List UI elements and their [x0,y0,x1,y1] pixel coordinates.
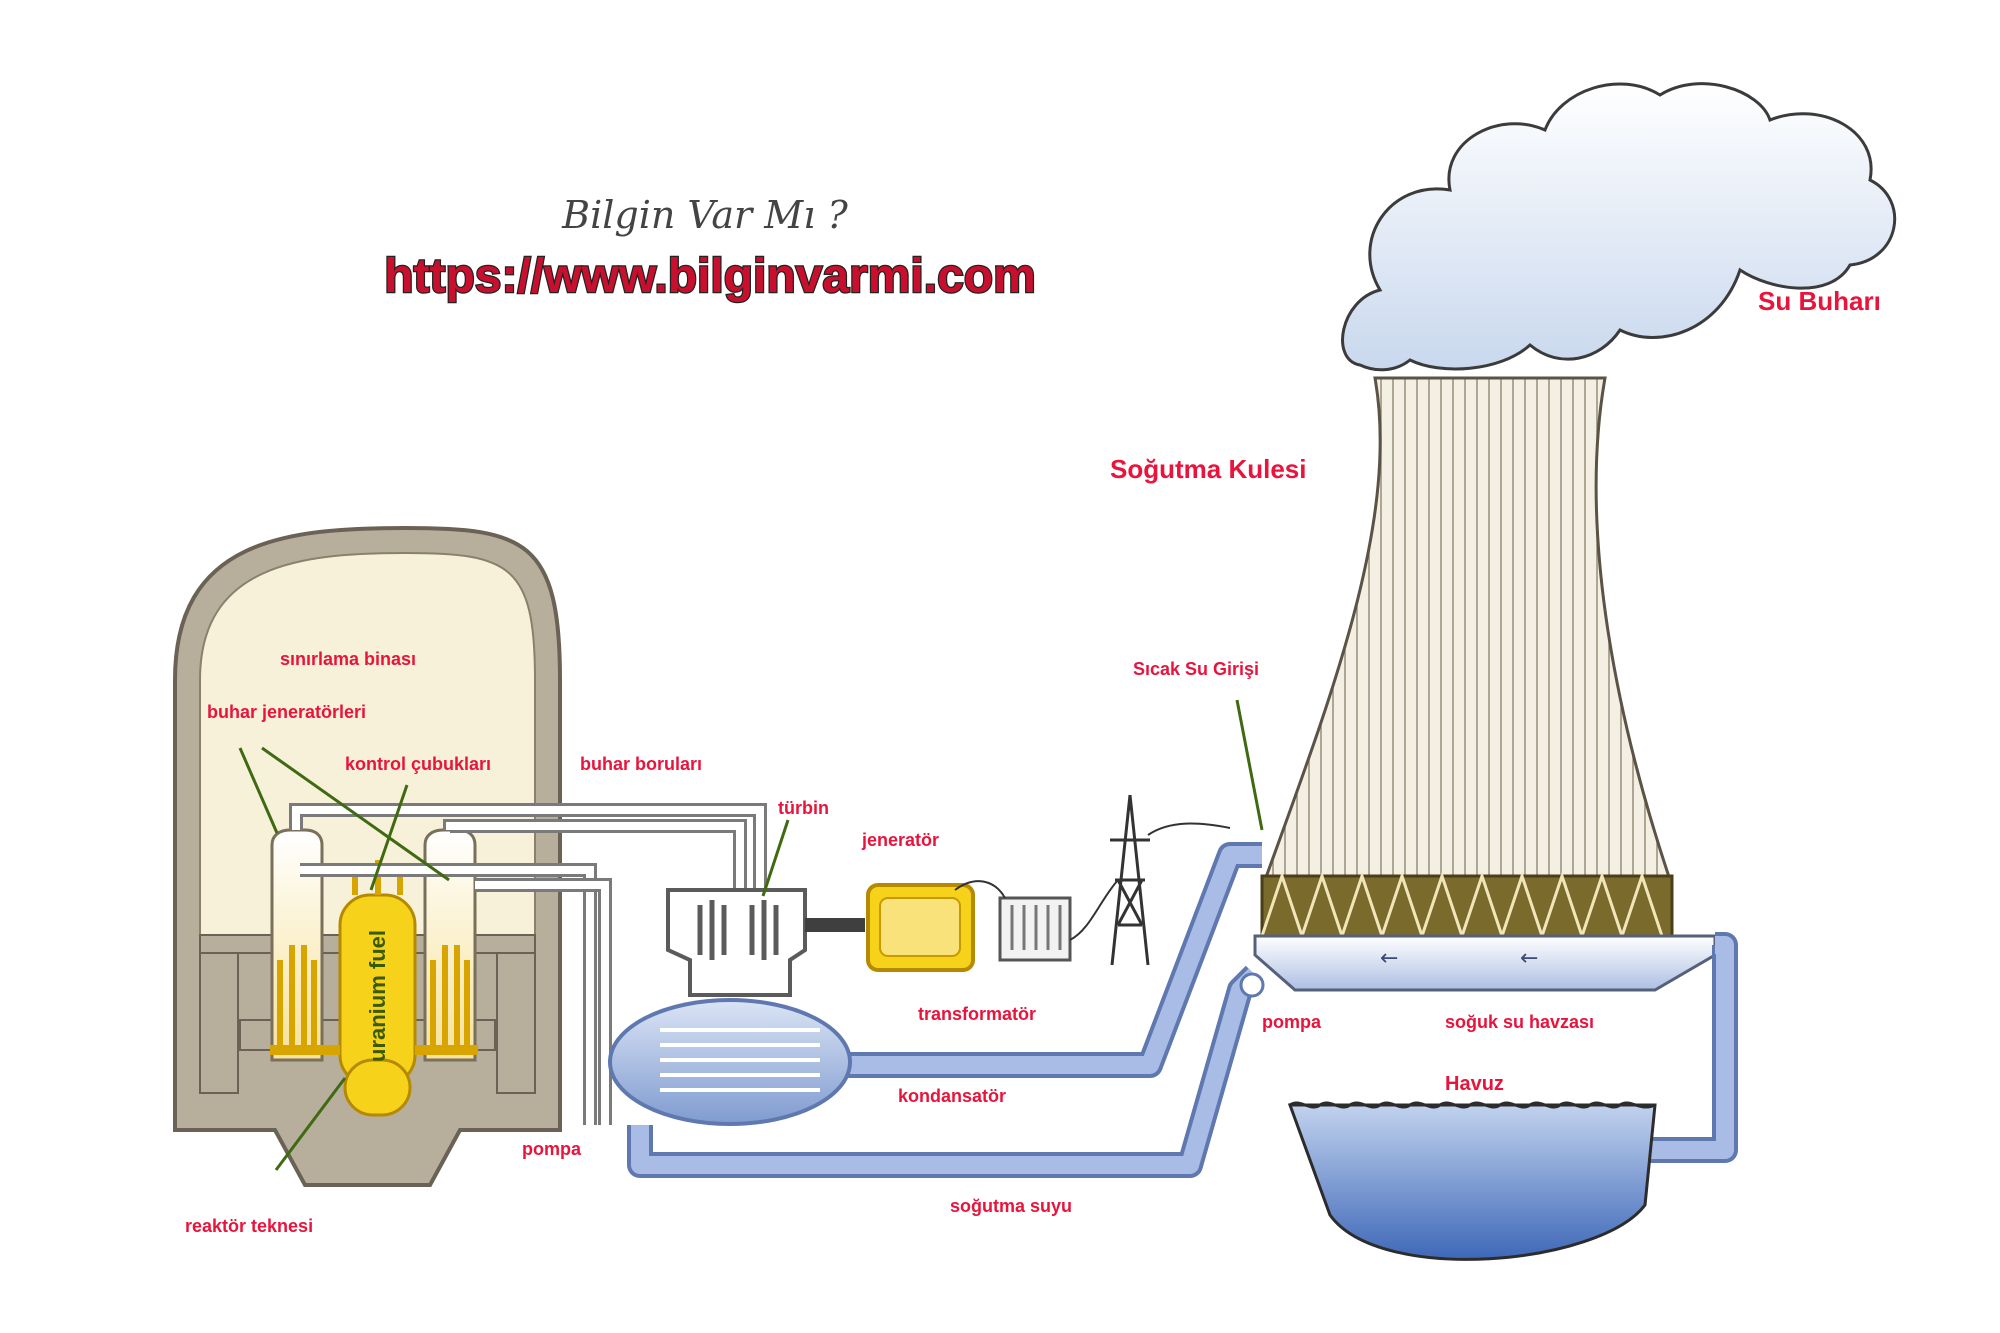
steam-generator-right [423,828,477,1062]
label-uranium-fuel: uranium fuel [365,930,390,1062]
label-control-rods: kontrol çubukları [345,754,491,774]
label-steam-generators: buhar jeneratörleri [207,702,366,722]
cooling-tower: ← ← [1253,376,1717,992]
svg-text:←: ← [1520,946,1538,971]
label-condenser: kondansatör [898,1086,1006,1106]
brand-title: Bilgin Var Mı ? [561,193,848,237]
label-pump-left: pompa [522,1139,582,1159]
label-cooling-tower: Soğutma Kulesi [1110,454,1306,484]
steam-generator-left [270,828,324,1062]
steam-cloud [1341,82,1897,372]
generator [866,883,975,972]
label-steam-pipes: buhar boruları [580,754,702,774]
leader-lines [238,699,1264,1171]
label-hot-water-inlet: Sıcak Su Girişi [1133,659,1259,679]
pond [1287,1101,1657,1261]
label-pond: Havuz [1445,1073,1504,1095]
label-pump-right: pompa [1262,1012,1322,1032]
turbine [666,888,865,997]
label-turbine: türbin [778,798,829,818]
label-reactor-vessel: reaktör teknesi [185,1216,313,1236]
reactor-vessel [270,860,478,1117]
label-generator: jeneratör [861,830,939,850]
label-transformer: transformatör [918,1004,1036,1024]
label-cooling-water: soğutma suyu [950,1196,1072,1216]
condenser [608,998,852,1126]
label-steam: Su Buharı [1758,286,1881,316]
steam-pipes [289,803,767,1125]
power-pylon [1069,794,1231,966]
cooling-water-loop [627,842,1738,1178]
transformer [954,880,1072,962]
label-cold-basin: soğuk su havzası [1445,1012,1594,1032]
svg-text:←: ← [1380,946,1398,971]
brand-url[interactable]: https://www.bilginvarmi.com [383,249,1037,305]
label-containment: sınırlama binası [280,649,416,669]
